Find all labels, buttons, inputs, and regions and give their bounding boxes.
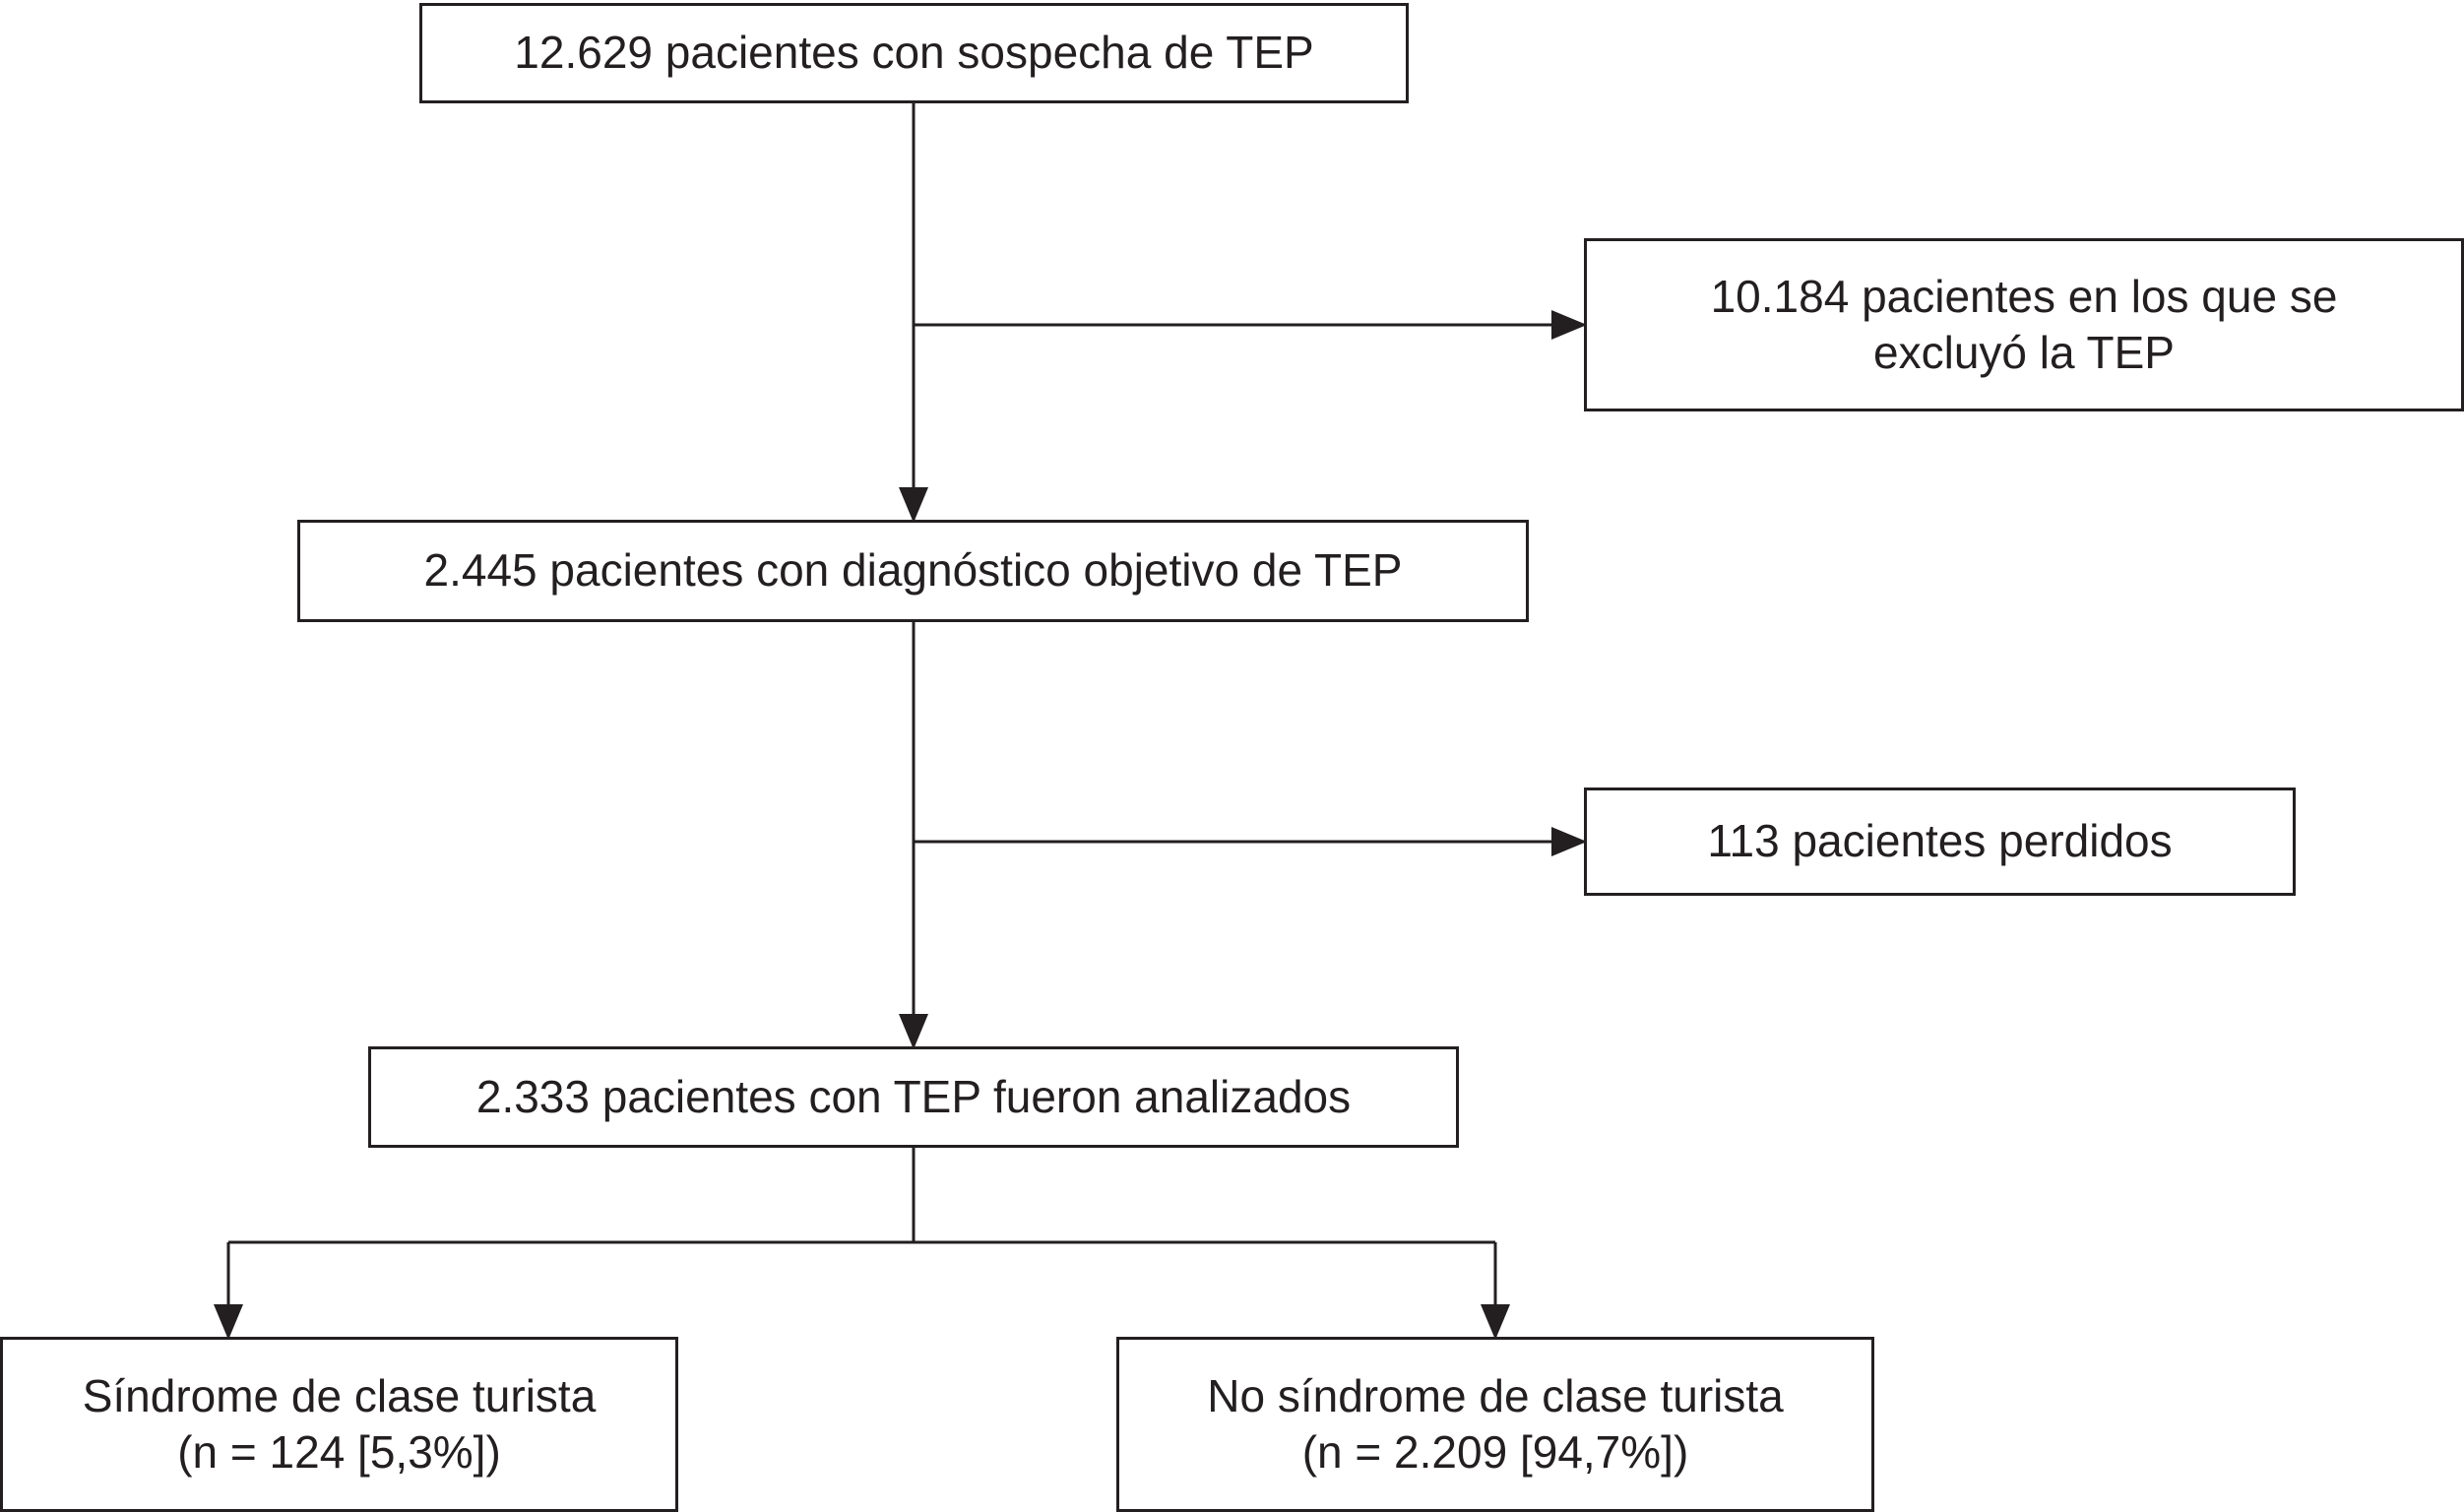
node-tourist-syndrome-label: Síndrome de clase turista: [82, 1369, 597, 1421]
node-excluded-patients: 10.184 pacientes en los que se excluyó l…: [1584, 238, 2464, 411]
node-diagnosed-text: 2.445 pacientes con diagnóstico objetivo…: [423, 544, 1403, 597]
node-tourist-syndrome-count: (n = 124 [5,3%]): [177, 1426, 501, 1478]
node-lost-text: 113 pacientes perdidos: [1707, 815, 2173, 867]
node-no-tourist-syndrome: No síndrome de clase turista (n = 2.209 …: [1116, 1337, 1874, 1512]
node-analyzed-text: 2.333 pacientes con TEP fueron analizado…: [475, 1070, 1352, 1122]
node-tourist-syndrome: Síndrome de clase turista (n = 124 [5,3%…: [0, 1337, 678, 1512]
node-suspected-patients: 12.629 pacientes con sospecha de TEP: [419, 3, 1409, 103]
node-lost-patients: 113 pacientes perdidos: [1584, 788, 2296, 896]
node-no-tourist-syndrome-label: No síndrome de clase turista: [1207, 1369, 1784, 1421]
node-no-tourist-syndrome-count: (n = 2.209 [94,7%]): [1301, 1426, 1689, 1478]
node-analyzed-patients: 2.333 pacientes con TEP fueron analizado…: [368, 1046, 1459, 1148]
node-diagnosed-patients: 2.445 pacientes con diagnóstico objetivo…: [297, 520, 1529, 622]
node-excluded-text-line2: excluyó la TEP: [1873, 327, 2175, 378]
node-suspected-text: 12.629 pacientes con sospecha de TEP: [514, 27, 1314, 79]
node-excluded-text-line1: 10.184 pacientes en los que se: [1710, 270, 2338, 322]
